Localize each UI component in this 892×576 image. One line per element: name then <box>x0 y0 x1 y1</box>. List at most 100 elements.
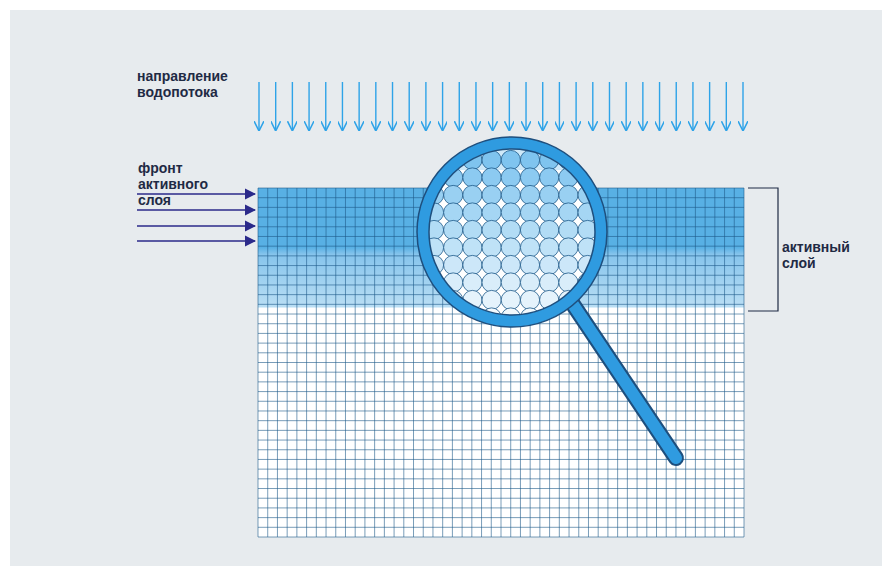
sand-grain <box>559 255 578 274</box>
sand-grain <box>540 220 559 239</box>
sand-grain <box>520 203 539 222</box>
front-arrow <box>137 209 255 211</box>
grid-line <box>258 488 744 489</box>
sand-grain <box>559 185 578 204</box>
sand-grain <box>463 255 482 274</box>
flow-arrow <box>258 82 259 130</box>
magnifier-handle-outline <box>570 300 676 458</box>
sand-grain <box>444 185 463 204</box>
flow-arrow <box>375 82 376 130</box>
sand-grain <box>501 220 520 239</box>
flow-arrow <box>726 82 727 130</box>
flow-arrow <box>358 82 359 130</box>
flow-arrow <box>742 82 743 130</box>
sand-grain <box>463 203 482 222</box>
flow-arrow <box>525 82 526 130</box>
flow-arrow <box>392 82 393 130</box>
sand-grain <box>482 255 501 274</box>
grid-line <box>258 381 744 382</box>
grid-line <box>258 333 744 334</box>
sand-grain <box>444 325 463 344</box>
sand-grain <box>444 255 463 274</box>
flow-arrow <box>342 82 343 130</box>
sand-grain <box>501 203 520 222</box>
sand-grain <box>540 273 559 292</box>
sand-grain <box>444 238 463 257</box>
sand-grain <box>424 150 443 169</box>
sand-grain <box>482 168 501 187</box>
sand-grain <box>482 220 501 239</box>
flow-arrow <box>692 82 693 130</box>
sand-grain <box>501 290 520 309</box>
sand-grain <box>463 325 482 344</box>
grid-line <box>258 362 744 363</box>
sand-grain <box>559 238 578 257</box>
flow-arrow <box>275 82 276 130</box>
sand-grain <box>482 185 501 204</box>
sand-grain <box>578 325 597 344</box>
flow-arrow <box>625 82 626 130</box>
sand-grain <box>520 273 539 292</box>
sand-grain <box>482 273 501 292</box>
sand-grain <box>540 185 559 204</box>
sand-grain <box>482 238 501 257</box>
flow-arrow <box>609 82 610 130</box>
grid-line <box>258 430 744 431</box>
sand-grain <box>482 290 501 309</box>
magnifier-ring-inner <box>429 149 595 315</box>
sand-grain <box>501 325 520 344</box>
sand-grain <box>520 185 539 204</box>
grid-line <box>258 478 744 479</box>
sand-grain <box>520 255 539 274</box>
flow-arrow <box>442 82 443 130</box>
annotation-label: активный слой <box>782 239 852 271</box>
sand-grain <box>501 255 520 274</box>
sand-grain <box>501 185 520 204</box>
sand-grain <box>444 220 463 239</box>
grid-line <box>258 343 744 344</box>
sand-grain <box>463 220 482 239</box>
sand-grain <box>424 325 443 344</box>
flow-arrow <box>492 82 493 130</box>
sand-grain <box>463 168 482 187</box>
sand-grain <box>540 203 559 222</box>
sand-grain <box>482 325 501 344</box>
lens-glass <box>429 149 595 315</box>
grid-line <box>258 498 744 499</box>
magnifier-handle <box>570 300 676 458</box>
flow-arrow <box>592 82 593 130</box>
sand-grain <box>559 325 578 344</box>
sand-grain <box>520 168 539 187</box>
grid-line <box>258 410 744 411</box>
grid-line <box>258 507 744 508</box>
grid-line <box>258 352 744 353</box>
sand-grain <box>482 203 501 222</box>
flow-arrow <box>642 82 643 130</box>
water-flow-arrows <box>259 82 743 130</box>
magnifier-ring-outer <box>417 137 607 327</box>
magnifier-ring <box>423 143 601 321</box>
grid-line <box>258 420 744 421</box>
flow-arrow <box>676 82 677 130</box>
flow-arrow <box>709 82 710 130</box>
sand-grain <box>559 220 578 239</box>
sand-grain <box>520 238 539 257</box>
flow-arrow <box>475 82 476 130</box>
annotation-label: направление водопотока <box>137 68 247 100</box>
sand-grain <box>540 255 559 274</box>
sand-grain <box>540 238 559 257</box>
flow-arrow <box>575 82 576 130</box>
sand-grain <box>578 308 597 327</box>
sand-grain <box>444 203 463 222</box>
flow-arrow <box>509 82 510 130</box>
flow-arrow <box>542 82 543 130</box>
flow-arrow <box>409 82 410 130</box>
sand-grain <box>463 185 482 204</box>
sand-grain <box>463 273 482 292</box>
sand-grain <box>463 238 482 257</box>
sand-grain <box>520 325 539 344</box>
annotation-label: фронт активного слоя <box>138 160 228 208</box>
sand-grain <box>540 168 559 187</box>
